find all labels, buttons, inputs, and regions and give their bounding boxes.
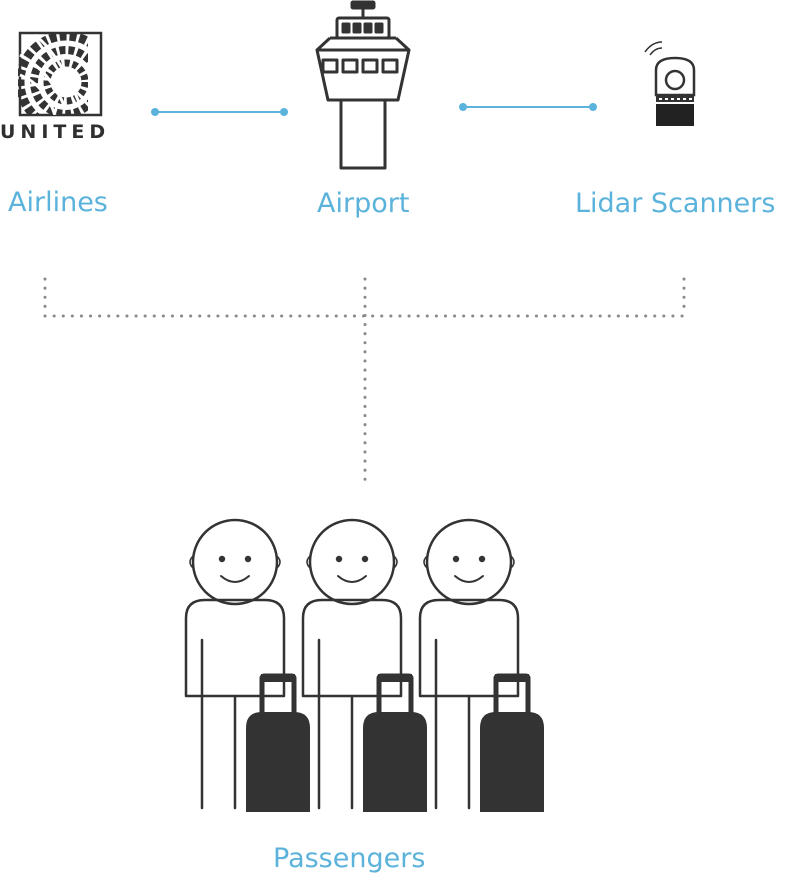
lidar-scanner-icon [644, 41, 696, 126]
airline-globe-logo [18, 31, 103, 117]
passenger-icon [184, 518, 310, 812]
control-tower-icon [315, 0, 411, 170]
dotted-tree [43, 277, 688, 482]
passengers-group [184, 518, 544, 812]
passengers-label: Passengers [273, 843, 426, 874]
passenger-icon [301, 518, 427, 812]
connector-airport-lidar [459, 103, 597, 111]
airport-label: Airport [317, 188, 410, 219]
airline-logo-text: UNITED [0, 121, 111, 143]
airlines-label: Airlines [8, 187, 108, 218]
connector-airlines-airport [151, 108, 288, 116]
lidar-label: Lidar Scanners [575, 188, 776, 219]
passenger-icon [418, 518, 544, 812]
